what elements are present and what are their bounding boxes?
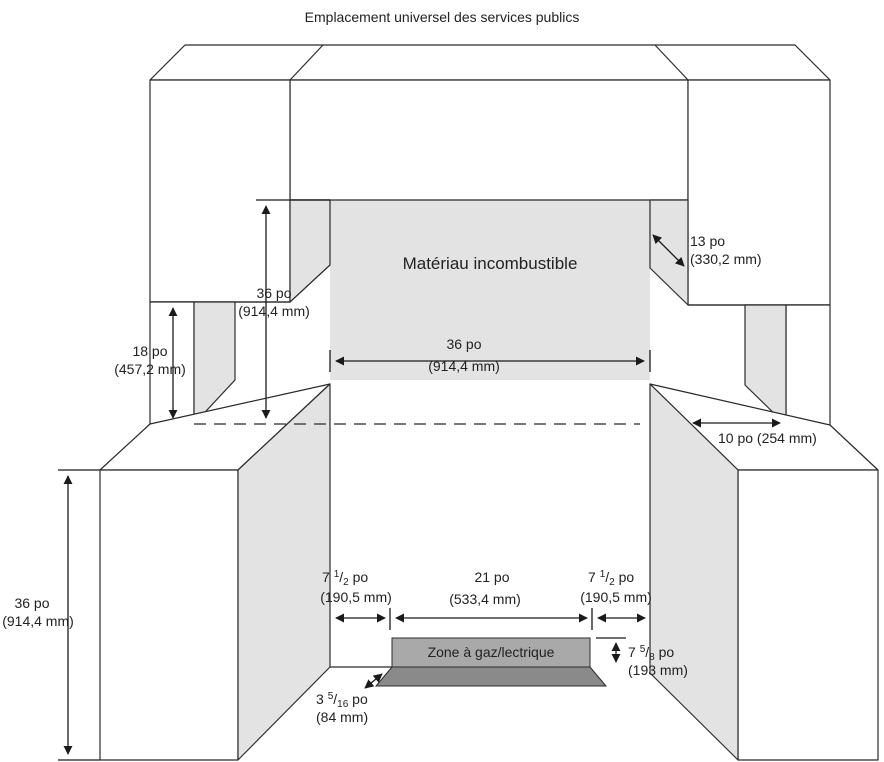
counter-height-value: 36 po — [14, 595, 49, 611]
zone-height-metric: (193 mm) — [628, 662, 688, 678]
zone-label: Zone à gaz/lectrique — [428, 644, 555, 660]
dim-hood-depth-line — [652, 234, 685, 267]
cabinet-depth-value: 10 po (254 mm) — [718, 430, 817, 446]
diagram-title: Emplacement universel des services publi… — [304, 9, 580, 25]
material-label: Matériau incombustible — [403, 254, 578, 273]
counter-height-metric: (914,4 mm) — [2, 613, 74, 629]
hood-top-edge-right — [654, 44, 689, 81]
right-lower-cabinet-inner-side — [649, 383, 739, 761]
noncombustible-wall — [330, 200, 650, 380]
opening-width-metric: (914,4 mm) — [428, 358, 500, 374]
right-offset-value: 7 1/2 po — [588, 569, 634, 588]
floor-offset-value: 3 5/16 po — [316, 691, 368, 710]
hood-height-value: 36 po — [256, 285, 291, 301]
left-recess-side — [193, 301, 236, 425]
gas-electric-zone — [391, 637, 591, 668]
dim-floor-offset-line — [364, 673, 383, 689]
right-upper-cabinet-inner-side — [649, 199, 689, 306]
right-upper-cabinet-front — [687, 79, 831, 306]
zone-width-metric: (533,4 mm) — [449, 591, 521, 607]
floor-trapezoid — [374, 666, 608, 687]
hood-top-edge-left — [289, 44, 324, 81]
left-lower-cabinet-front — [99, 469, 239, 761]
zone-height-value: 7 5/8 po — [628, 644, 674, 663]
left-upper-cabinet-inner-side — [289, 199, 331, 303]
left-upper-cabinet-front — [149, 79, 291, 303]
upper-clearance-metric: (457,2 mm) — [114, 361, 186, 377]
zone-width-value: 21 po — [474, 569, 509, 585]
left-offset-value: 7 1/2 po — [322, 569, 368, 588]
hood-height-metric: (914,4 mm) — [238, 303, 310, 319]
hood-front — [289, 79, 689, 201]
right-offset-metric: (190,5 mm) — [580, 589, 652, 605]
left-offset-metric: (190,5 mm) — [320, 589, 392, 605]
hood-depth-value: 13 po — [690, 233, 725, 249]
hood-depth-metric: (330,2 mm) — [690, 251, 762, 267]
right-wall-strip — [785, 304, 831, 426]
floor-offset-metric: (84 mm) — [316, 709, 368, 725]
opening-width-value: 36 po — [446, 336, 481, 352]
right-lower-cabinet-front — [737, 469, 879, 761]
hood-top — [149, 44, 831, 81]
upper-clearance-value: 18 po — [132, 343, 167, 359]
